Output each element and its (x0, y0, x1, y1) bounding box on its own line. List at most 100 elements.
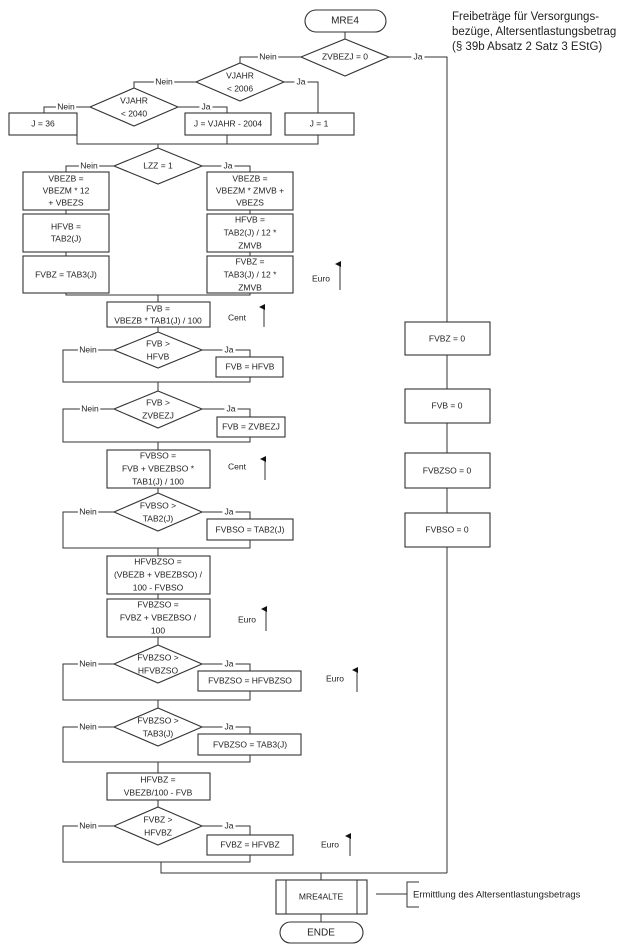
no-label: Nein (81, 403, 99, 413)
decision-fvbzso-hfvbzso: FVBZSO > HFVBZSO (112, 644, 204, 684)
decision-text: FVBSO > (140, 500, 176, 510)
process-text: HFVB = (235, 214, 265, 224)
process-j-vjahr: J = VJAHR - 2004 (184, 112, 272, 136)
decision-lzz: LZZ = 1 (112, 147, 204, 185)
process-text: FVB = HFVB (226, 361, 275, 371)
start-terminator: MRE4 (304, 9, 387, 33)
decision-text: ZVBEZJ (142, 410, 174, 420)
process-text: 100 - FVBSO (133, 582, 184, 592)
process-text: VBEZB/100 - FVB (124, 787, 193, 797)
process-text: + VBEZS (48, 197, 84, 207)
process-text: J = 36 (31, 118, 55, 128)
process-text: FVBSO = TAB2(J) (216, 524, 285, 534)
yes-label: Ja (225, 658, 234, 668)
process-hfvbz: HFVBZ = VBEZB/100 - FVB (106, 772, 211, 801)
no-label: Nein (80, 160, 98, 170)
decision-zvbezj: ZVBEZJ = 0 (299, 38, 391, 77)
process-vbezb-annual: VBEZB = VBEZM * 12 + VBEZS (22, 171, 110, 211)
no-label: Nein (155, 76, 173, 86)
decision-text: < 2006 (227, 83, 254, 93)
end-terminator: ENDE (279, 921, 364, 944)
process-text: FVBZSO = TAB3(J) (213, 739, 287, 749)
process-fvbz-zero: FVBZ = 0 (404, 321, 491, 356)
rounding-euro-3: Euro (326, 667, 358, 692)
process-text: FVB + VBEZBSO * (122, 463, 195, 473)
euro-label: Euro (238, 614, 256, 624)
start-label: MRE4 (331, 16, 359, 27)
process-text: J = 1 (310, 118, 329, 128)
process-text: TAB3(J) / 12 * (224, 269, 277, 279)
process-text: VBEZM * 12 (43, 185, 90, 195)
decision-text: LZZ = 1 (143, 160, 173, 170)
process-text: HFVB = (51, 221, 81, 231)
process-text: TAB2(J) (51, 233, 82, 243)
decision-text: FVBZ > (143, 814, 172, 824)
process-hfvb-monthly: HFVB = TAB2(J) / 12 * ZMVB (206, 213, 294, 253)
yes-label: Ja (225, 721, 234, 731)
process-j1: J = 1 (284, 112, 355, 136)
no-label: Nein (259, 51, 277, 61)
process-text: FVBZ = TAB3(J) (35, 269, 97, 279)
decision-text: ZVBEZJ = 0 (322, 51, 368, 61)
process-fvbso: FVBSO = FVB + VBEZBSO * TAB1(J) / 100 (106, 449, 211, 489)
rounding-cent-1: Cent (228, 304, 265, 327)
yes-label: Ja (225, 506, 234, 516)
process-text: FVBZSO = 0 (423, 465, 472, 475)
process-text: 100 (151, 625, 165, 635)
title-line: Freibeträge für Versorgungs- (452, 11, 599, 23)
no-label: Nein (79, 721, 97, 731)
decision-vjahr-2006: VJAHR < 2006 (194, 62, 286, 102)
process-j36: J = 36 (8, 112, 78, 136)
no-label: Nein (79, 506, 97, 516)
process-text: ZMVB (238, 240, 262, 250)
euro-label: Euro (326, 673, 344, 683)
decision-fvb-zvbezj: FVB > ZVBEZJ (112, 390, 204, 429)
process-text: VBEZS (236, 197, 264, 207)
yes-label: Ja (202, 101, 211, 111)
process-fvbzso-zero: FVBZSO = 0 (404, 452, 491, 489)
euro-label: Euro (312, 273, 330, 283)
decision-text: < 2040 (121, 108, 148, 118)
process-fvbzso-hfvbzso: FVBZSO = HFVBZSO (197, 670, 302, 692)
process-text: VBEZB = (232, 173, 267, 183)
subroutine-note: Ermittlung des Altersentlastungsbetrags (413, 890, 581, 901)
decision-fvbzso-tab3: FVBZSO > TAB3(J) (112, 707, 204, 747)
branch-labels: Nein Ja Nein Ja Nein Ja Nein Ja Nein Ja … (55, 49, 425, 832)
process-text: FVBZSO = (137, 599, 178, 609)
decision-text: FVB > (146, 338, 170, 348)
process-fvbz-annual: FVBZ = TAB3(J) (22, 255, 110, 294)
decision-text: HFVBZ (144, 827, 172, 837)
decision-vjahr-2040: VJAHR < 2040 (88, 87, 180, 127)
rounding-euro-2: Euro (238, 606, 267, 631)
process-text: VBEZM * ZMVB + (216, 185, 284, 195)
process-text: VBEZB = (48, 173, 83, 183)
process-fvb-zero: FVB = 0 (404, 388, 491, 424)
yes-label: Ja (414, 51, 423, 61)
no-label: Nein (79, 820, 97, 830)
decision-text: VJAHR (120, 95, 148, 105)
process-fvbz-monthly: FVBZ = TAB3(J) / 12 * ZMVB (206, 255, 294, 294)
process-text: TAB2(J) / 12 * (224, 227, 277, 237)
end-label: ENDE (307, 928, 335, 939)
process-text: FVB = (146, 303, 170, 313)
rounding-euro-4: Euro (321, 833, 351, 856)
process-text: FVBZ + VBEZBSO / (120, 612, 197, 622)
decision-text: VJAHR (226, 70, 254, 80)
process-fvbso-zero: FVBSO = 0 (404, 512, 491, 548)
process-text: VBEZB * TAB1(J) / 100 (114, 315, 202, 325)
process-fvb-zvbezj: FVB = ZVBEZJ (216, 416, 286, 438)
decision-fvbso-tab2: FVBSO > TAB2(J) (112, 492, 204, 532)
process-text: TAB1(J) / 100 (132, 476, 184, 486)
process-fvbzso: FVBZSO = FVBZ + VBEZBSO / 100 (106, 598, 211, 638)
process-text: FVBZ = 0 (429, 333, 465, 343)
rounding-euro-1: Euro (312, 261, 341, 290)
process-text: J = VJAHR - 2004 (194, 118, 263, 128)
yes-label: Ja (297, 76, 306, 86)
process-text: HFVBZSO = (134, 556, 182, 566)
process-fvb: FVB = VBEZB * TAB1(J) / 100 (106, 301, 211, 328)
process-vbezb-monthly: VBEZB = VBEZM * ZMVB + VBEZS (206, 171, 294, 211)
process-text: FVB = ZVBEZJ (222, 421, 280, 431)
process-text: FVBZ = HFVBZ (220, 839, 279, 849)
euro-label: Euro (321, 839, 339, 849)
process-fvbso-tab2: FVBSO = TAB2(J) (206, 518, 294, 541)
